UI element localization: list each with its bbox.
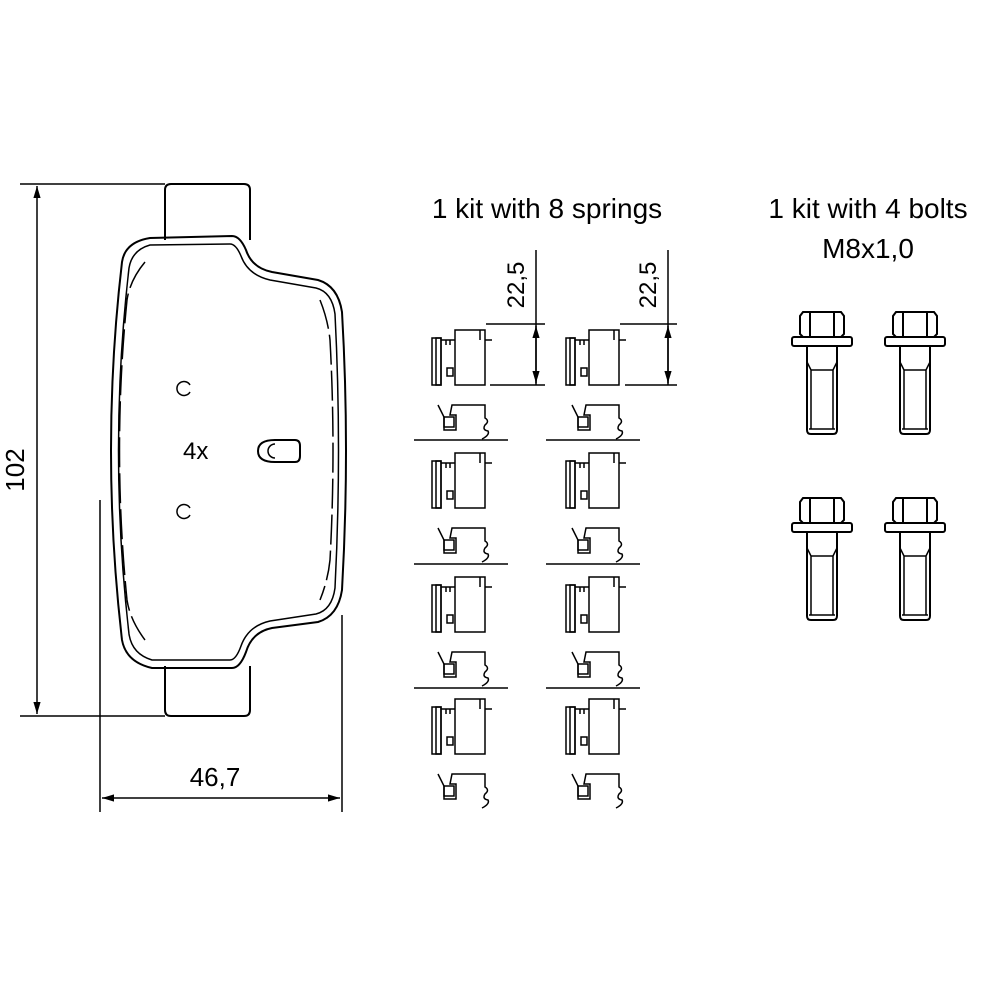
springs-kit-title: 1 kit with 8 springs	[432, 193, 662, 224]
spring-dim-left-label: 22,5	[503, 262, 530, 309]
spring-dim-right-label: 22,5	[635, 262, 662, 309]
spring-item	[431, 452, 493, 563]
bolts-kit-thread: M8x1,0	[822, 233, 914, 264]
bolts-kit-title: 1 kit with 4 bolts	[768, 193, 967, 224]
bolt-item	[791, 311, 853, 435]
height-dimension	[20, 183, 165, 717]
spring-item	[431, 698, 493, 809]
spring-dim-left	[486, 250, 545, 386]
width-dimension-label: 46,7	[190, 762, 241, 792]
height-dimension-label: 102	[0, 448, 30, 491]
spring-item	[565, 452, 627, 563]
spring-dim-right	[620, 250, 677, 386]
spring-item	[431, 329, 493, 440]
pad-quantity-label: 4x	[183, 438, 208, 465]
spring-item	[431, 576, 493, 687]
bolt-item	[884, 497, 946, 621]
spring-item	[565, 329, 627, 440]
brake-pad-outline	[110, 183, 347, 717]
bolt-item	[791, 497, 853, 621]
spring-item	[565, 576, 627, 687]
spring-grid	[414, 329, 640, 809]
spring-item	[565, 698, 627, 809]
width-dimension	[99, 500, 343, 812]
bolt-group	[791, 311, 946, 621]
bolt-item	[884, 311, 946, 435]
